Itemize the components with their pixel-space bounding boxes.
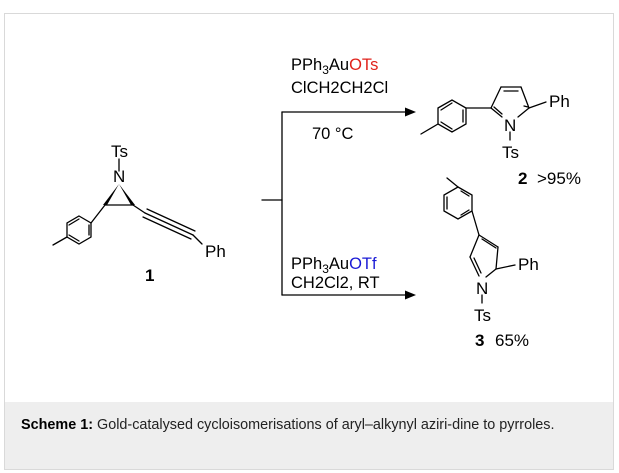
compound-2-number: 2 [518, 169, 527, 188]
compound-3-number: 3 [475, 331, 484, 350]
upper-temperature: 70 °C [312, 125, 354, 143]
caption-label: Scheme 1: [21, 417, 93, 433]
scheme-figure: Ts N Ph 1 PPh3AuOTs ClCH2CH2Cl 70 °C PPh… [4, 13, 614, 470]
p3-n-label: N [476, 279, 488, 298]
reaction-scheme-svg: Ts N Ph 1 PPh3AuOTs ClCH2CH2Cl 70 °C PPh… [52, 56, 581, 350]
tolyl-ring-3 [443, 186, 473, 220]
lower-catalyst: PPh3AuOTf [291, 255, 377, 276]
p2-ph-label: Ph [549, 92, 570, 111]
sm-ts-label: Ts [111, 142, 128, 161]
figure-caption: Scheme 1: Gold-catalysed cycloisomerisat… [5, 402, 613, 469]
p3-ts-label: Ts [474, 306, 491, 325]
tolyl-ring-2 [437, 99, 467, 133]
upper-catalyst: PPh3AuOTs [291, 56, 378, 77]
wedge-bond-right [119, 184, 135, 205]
sm-ph-label: Ph [205, 242, 226, 261]
p3-ph-label: Ph [518, 255, 539, 274]
alkyne-bond [144, 212, 194, 236]
upper-solvent: ClCH2CH2Cl [291, 79, 388, 97]
p2-n-label: N [504, 116, 516, 135]
reaction-arrows [261, 111, 406, 296]
reaction-scheme: Ts N Ph 1 PPh3AuOTs ClCH2CH2Cl 70 °C PPh… [5, 14, 613, 386]
caption-text: Gold-catalysed cycloisomerisations of ar… [97, 417, 555, 433]
lower-arrow-head [405, 290, 416, 300]
wedge-bond-left [103, 184, 119, 205]
compound-1-number: 1 [145, 266, 154, 285]
product-2 [420, 86, 547, 141]
compound-2-yield: >95% [537, 169, 581, 188]
sm-n-label: N [113, 167, 125, 186]
product-3 [443, 177, 516, 304]
methyl-bond [52, 236, 68, 246]
p2-ts-label: Ts [502, 143, 519, 162]
lower-solvent: CH2Cl2, RT [291, 274, 380, 292]
upper-arrow-head [405, 107, 416, 117]
tolyl-ring-1 [66, 215, 92, 245]
starting-material-1 [52, 158, 203, 246]
compound-3-yield: 65% [495, 331, 529, 350]
